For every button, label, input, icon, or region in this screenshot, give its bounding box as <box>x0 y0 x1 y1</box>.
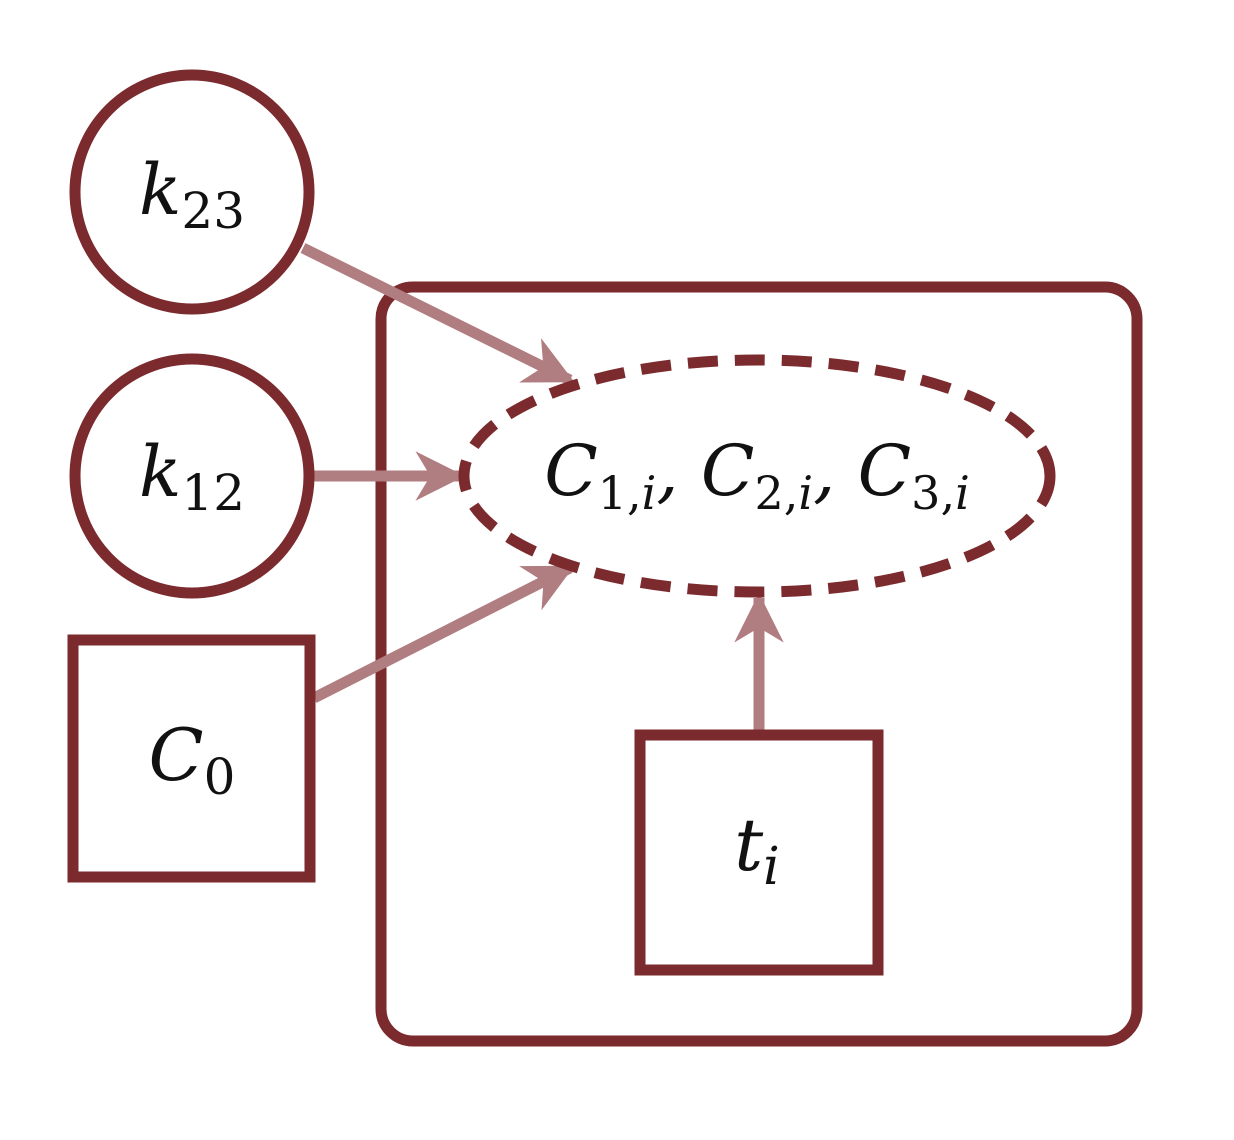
node-c0: C0 <box>67 634 316 883</box>
node-concentrations-ellipse <box>458 354 1056 598</box>
node-k12: k12 <box>69 353 315 599</box>
node-ti: ti <box>634 729 884 976</box>
node-concentrations: C1,i, C2,i, C3,i <box>458 354 1056 598</box>
node-k23: k23 <box>69 69 315 315</box>
node-k23-label: k23 <box>139 149 245 240</box>
node-c0-label: C0 <box>149 713 236 806</box>
node-concentrations-label: C1,i, C2,i, C3,i <box>544 430 970 520</box>
node-k12-circle <box>69 353 315 599</box>
node-c0-square <box>67 634 316 883</box>
edges <box>300 243 784 732</box>
edge-k23-to-concentrations <box>300 243 575 385</box>
node-ti-square <box>634 729 884 976</box>
node-k23-circle <box>69 69 315 315</box>
node-ti-label: ti <box>734 803 780 897</box>
edge-c0-to-concentrations <box>311 563 575 703</box>
node-k12-label: k12 <box>139 431 245 522</box>
